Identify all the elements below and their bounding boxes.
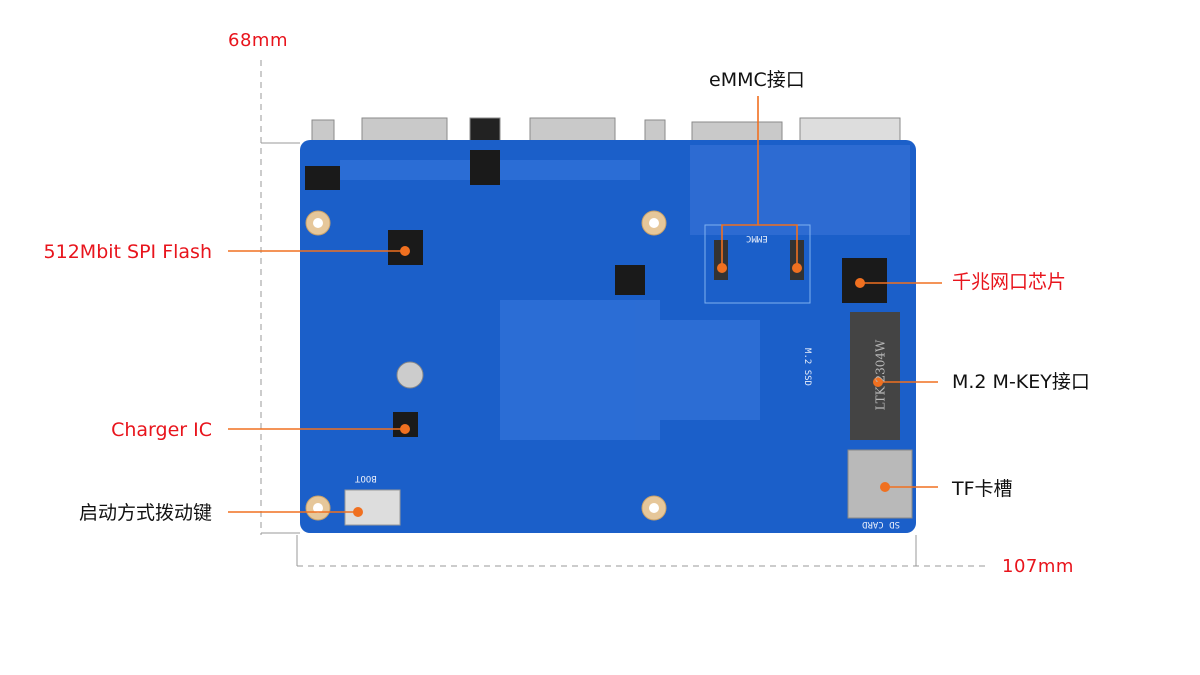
silkscreen-boot: BOOT bbox=[355, 473, 377, 483]
callout-spi-flash: 512Mbit SPI Flash bbox=[43, 241, 212, 263]
boot-switch bbox=[344, 489, 401, 526]
chips bbox=[305, 150, 887, 437]
leader-lines bbox=[228, 96, 942, 513]
callout-boot-switch: 启动方式拨动键 bbox=[78, 502, 212, 524]
top-connectors bbox=[311, 117, 901, 143]
ethernet-block bbox=[690, 145, 910, 235]
leader-dots bbox=[353, 246, 890, 517]
callout-charger-ic: Charger IC bbox=[111, 419, 212, 441]
silkscreen-m2-connector: LTK 2304W bbox=[873, 339, 888, 411]
width-dimension-label: 107mm bbox=[1002, 556, 1074, 577]
silkscreen-emmc: EMMC bbox=[746, 233, 768, 243]
callout-gigabit-eth: 千兆网口芯片 bbox=[952, 271, 1067, 293]
silkscreen-sd-card: SD CARD bbox=[862, 519, 900, 529]
callout-emmc: eMMC接口 bbox=[709, 69, 805, 91]
callout-m2: M.2 M-KEY接口 bbox=[952, 371, 1090, 393]
pcb-texture bbox=[340, 160, 760, 440]
m2-connector bbox=[850, 312, 900, 440]
height-dimension-label: 68mm bbox=[228, 30, 288, 51]
tf-slot bbox=[847, 449, 913, 519]
dimension-lines bbox=[260, 60, 985, 567]
callout-tf-slot: TF卡槽 bbox=[952, 478, 1013, 500]
silkscreen-m2-ssd: M.2 SSD bbox=[801, 348, 812, 386]
